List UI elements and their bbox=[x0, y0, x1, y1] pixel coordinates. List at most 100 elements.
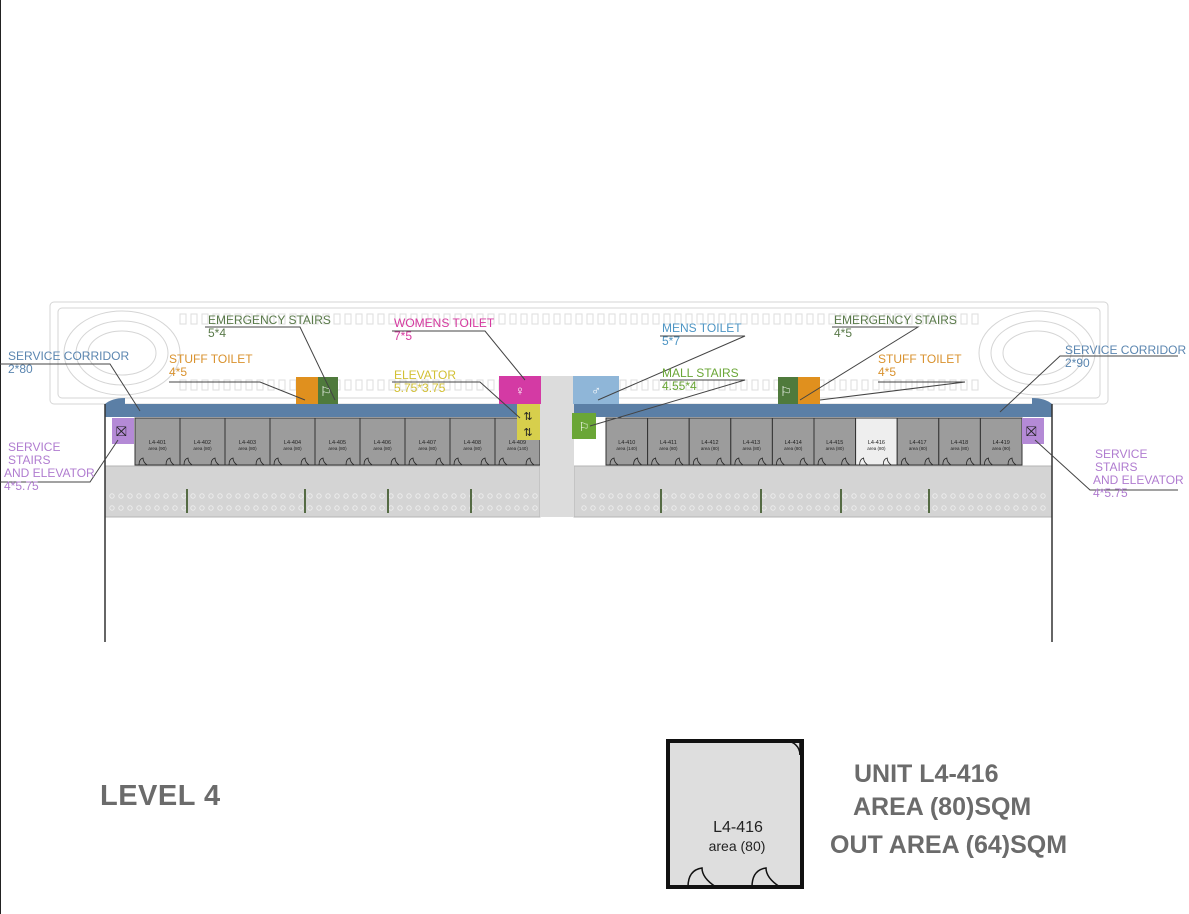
door-icon bbox=[453, 457, 463, 466]
elevator-block bbox=[517, 404, 540, 440]
emergency-stairs-right-block bbox=[778, 377, 798, 404]
door-icon bbox=[966, 457, 975, 466]
label-elevator: ELEVATOR 5.75*3.75 bbox=[394, 369, 456, 395]
door-icon bbox=[900, 457, 910, 466]
unit-id: L4-411 bbox=[660, 440, 677, 446]
unit-area: area (90) bbox=[992, 446, 1011, 451]
label-size: 2*90 bbox=[1065, 356, 1090, 370]
mens-toilet-icon: ♂ bbox=[591, 383, 601, 398]
label-line3: AND ELEVATOR bbox=[1093, 473, 1184, 487]
label-title: STUFF TOILET bbox=[169, 352, 253, 366]
center-atrium bbox=[540, 376, 574, 517]
door-icon bbox=[984, 457, 993, 466]
label-line1: SERVICE bbox=[8, 440, 61, 454]
unit-area: area (80) bbox=[950, 446, 969, 451]
door-icon bbox=[859, 457, 868, 466]
unit-area: area (80) bbox=[867, 446, 886, 451]
unit-id: L4-410 bbox=[618, 440, 635, 446]
upper-level-outline bbox=[49, 301, 1109, 405]
door-icon bbox=[633, 457, 642, 466]
label-size: 5*4 bbox=[208, 326, 227, 340]
label-size: 4*5 bbox=[878, 365, 897, 379]
service-stairs-right-block bbox=[1022, 418, 1044, 444]
door-icon bbox=[480, 457, 490, 466]
label-size: 4.55*4 bbox=[662, 379, 697, 393]
label-emergency-stairs-right: EMERGENCY STAIRS 4*5 bbox=[834, 314, 957, 340]
unit-area: area (80) bbox=[238, 446, 257, 451]
stairs-icon-right: ⛝ bbox=[1026, 423, 1037, 439]
unit-id: L4-414 bbox=[785, 440, 802, 446]
label-size: 4*5.75 bbox=[1093, 486, 1128, 500]
door-icon bbox=[165, 457, 175, 466]
womens-toilet-icon: ♀ bbox=[515, 383, 525, 398]
door-icon bbox=[525, 457, 535, 466]
door-icon bbox=[210, 457, 220, 466]
unit-area: area (80) bbox=[328, 446, 347, 451]
unit-id: L4-418 bbox=[951, 440, 968, 446]
label-title: SERVICE CORRIDOR bbox=[1065, 343, 1187, 357]
emergency-stairs-left-block bbox=[318, 377, 338, 404]
unit-id: L4-415 bbox=[826, 440, 843, 446]
door-icon bbox=[609, 457, 619, 466]
label-mall-stairs: MALL STAIRS 4.55*4 bbox=[662, 367, 739, 393]
mall-stairs-icon: ⚐ bbox=[579, 420, 590, 434]
detail-unit-id: L4-416 bbox=[713, 819, 763, 836]
unit-area: area (80) bbox=[909, 446, 928, 451]
stuff-toilet-right-block bbox=[798, 377, 820, 404]
label-service-corridor-left: SERVICE CORRIDOR 2*80 bbox=[8, 350, 129, 376]
unit-title: UNIT L4-416 bbox=[854, 760, 999, 788]
label-service-stairs-left: SERVICE STAIRS AND ELEVATOR 4*5.75 bbox=[4, 441, 95, 493]
label-title: EMERGENCY STAIRS bbox=[208, 313, 331, 327]
unit-id: L4-412 bbox=[701, 440, 718, 446]
unit-id: L4-413 bbox=[743, 440, 760, 446]
womens-toilet-block bbox=[499, 376, 541, 404]
door-icon bbox=[138, 457, 148, 466]
label-line1: SERVICE bbox=[1095, 447, 1148, 461]
unit-id: L4-401 bbox=[149, 440, 166, 446]
door-icon bbox=[776, 457, 785, 466]
label-title: SERVICE CORRIDOR bbox=[8, 349, 130, 363]
door-icon bbox=[318, 457, 328, 466]
door-icon bbox=[674, 457, 684, 466]
label-line2: STAIRS bbox=[8, 453, 51, 467]
door-icon bbox=[390, 457, 400, 466]
unit-id: L4-402 bbox=[194, 440, 211, 446]
door-icon bbox=[882, 457, 892, 466]
door-icon bbox=[734, 457, 744, 466]
mens-toilet-block bbox=[573, 376, 619, 404]
label-size: 7*5 bbox=[394, 329, 413, 343]
door-icon bbox=[498, 457, 508, 466]
door-icon bbox=[435, 457, 445, 466]
label-size: 4*5 bbox=[169, 365, 188, 379]
unit-area: area (80) bbox=[742, 446, 761, 451]
label-size: 4*5 bbox=[834, 326, 853, 340]
label-service-corridor-right: SERVICE CORRIDOR 2*90 bbox=[1065, 344, 1186, 370]
stuff-toilet-left-block bbox=[296, 377, 318, 404]
unit-area: area (80) bbox=[463, 446, 482, 451]
unit-area: area (80) bbox=[193, 446, 212, 451]
door-icon bbox=[363, 457, 373, 466]
unit-detail-drawing: L4-416 area (80) bbox=[666, 739, 804, 889]
corridor-end-curve-right bbox=[1032, 398, 1052, 404]
exit-icon-right: ⚐ bbox=[780, 384, 792, 399]
door-icon bbox=[758, 457, 767, 466]
door-icon bbox=[300, 457, 310, 466]
unit-id: L4-409 bbox=[509, 440, 526, 446]
door-icon bbox=[924, 457, 934, 466]
label-line2: STAIRS bbox=[1095, 460, 1138, 474]
unit-area: area (80) bbox=[418, 446, 437, 451]
unit-area: area (90) bbox=[148, 446, 167, 451]
unit-id: L4-419 bbox=[993, 440, 1010, 446]
door-icon bbox=[942, 457, 952, 466]
label-stuff-toilet-left: STUFF TOILET 4*5 bbox=[169, 353, 253, 379]
label-emergency-stairs-left: EMERGENCY STAIRS 5*4 bbox=[208, 314, 331, 340]
unit-area: area (80) bbox=[826, 446, 845, 451]
